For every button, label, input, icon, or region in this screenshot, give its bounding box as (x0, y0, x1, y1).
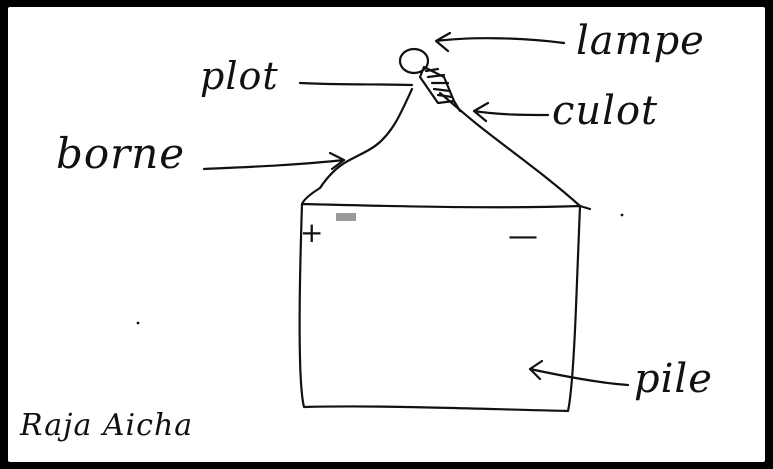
arrow-plot (298, 81, 414, 87)
wire-left-lower (300, 186, 322, 206)
arrow-borne (202, 151, 346, 171)
author-signature: Raja Aicha (20, 408, 194, 443)
label-pile: pile (634, 356, 713, 402)
wire-left (318, 87, 414, 190)
lamp-base-hatch (424, 67, 454, 99)
wire-right (438, 91, 582, 208)
label-borne: borne (56, 129, 186, 178)
arrow-pile (528, 359, 630, 387)
label-plot: plot (200, 54, 279, 98)
drawing-paper: + — lampe plot culot borne pile Raja Aic… (8, 7, 765, 462)
positive-terminal-sign: + (300, 216, 324, 249)
circuit-sketch (136, 31, 630, 413)
label-lampe: lampe (576, 18, 705, 64)
lamp-tip (452, 99, 462, 113)
stray-dot (136, 321, 140, 325)
stray-dot (620, 213, 624, 217)
negative-terminal-sign: — (508, 219, 538, 254)
label-culot: culot (552, 88, 659, 134)
arrow-lampe (434, 31, 566, 53)
battery-outline (298, 202, 582, 413)
arrow-culot (472, 101, 550, 123)
grey-mark (336, 213, 356, 221)
lamp-bulb (398, 47, 430, 75)
battery-top-edge (578, 204, 592, 211)
